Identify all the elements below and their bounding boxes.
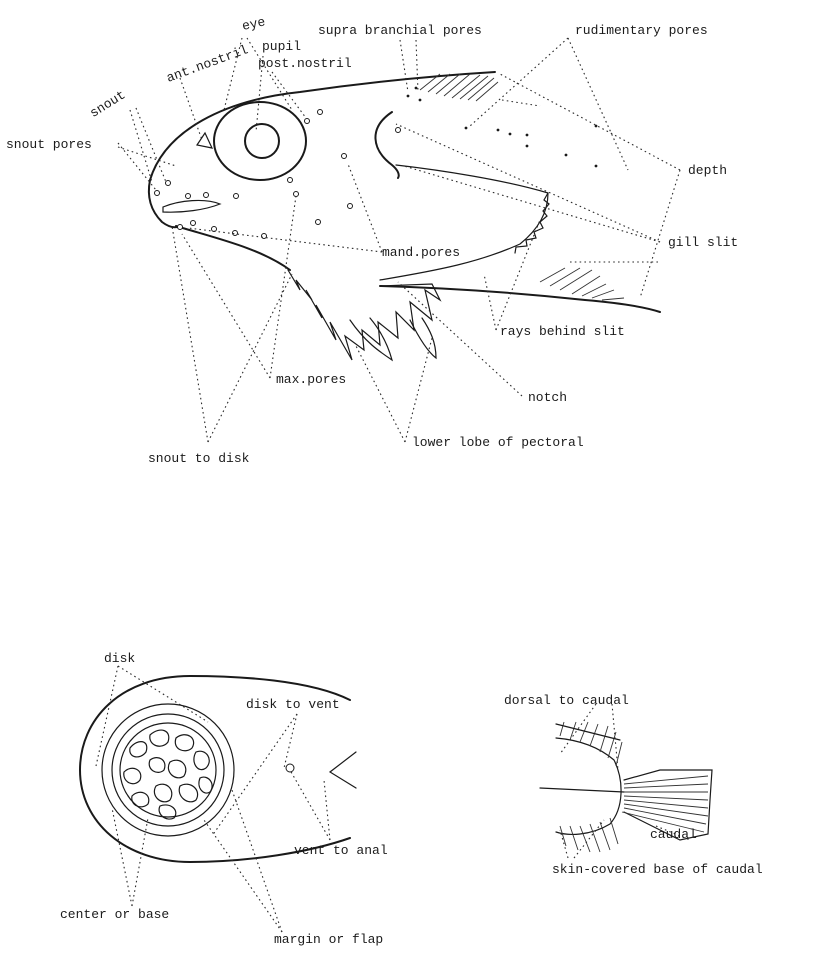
vent — [286, 764, 294, 772]
label-supra-branchial-pores: supra branchial pores — [318, 23, 482, 38]
label-gill-slit: gill slit — [668, 235, 738, 250]
caudal-fin-rays — [622, 776, 708, 832]
body-center-line — [540, 788, 624, 792]
pectoral-fin — [288, 270, 440, 360]
caudal-peduncle-outline — [556, 738, 621, 834]
label-vent-to-anal: vent to anal — [294, 843, 388, 858]
label-disk: disk — [104, 651, 135, 666]
label-pupil: pupil — [262, 39, 301, 54]
belly-outline — [380, 286, 660, 312]
anal-fin-rays — [540, 268, 624, 300]
label-caudal: caudal — [650, 827, 697, 842]
label-margin-or-flap: margin or flap — [274, 932, 383, 947]
mouth-outline — [163, 200, 220, 212]
pectoral-fin-lobe-2 — [410, 318, 436, 358]
rudimentary-pore-dots — [407, 87, 598, 168]
label-disk-to-vent: disk to vent — [246, 697, 340, 712]
label-ant-nostril: ant.nostril — [164, 42, 250, 86]
label-mand-pores: mand.pores — [382, 245, 460, 260]
anal-fin-rays-tail — [560, 818, 618, 852]
post-nostril — [305, 119, 310, 124]
disk-diagram: disk disk to vent vent to anal center or… — [60, 651, 388, 947]
head-diagram: snout ant.nostril eye pupil post.nostril… — [6, 14, 738, 466]
label-eye: eye — [241, 14, 267, 34]
disk-inner-ring — [112, 714, 224, 826]
label-snout-to-disk: snout to disk — [148, 451, 250, 466]
label-lower-lobe-of-pectoral: lower lobe of pectoral — [412, 435, 584, 450]
dorsal-fin-tail-edge — [556, 724, 620, 740]
label-center-or-base: center or base — [60, 907, 169, 922]
head-leader-lines — [118, 38, 680, 442]
head-pores — [155, 110, 401, 239]
pectoral-fin-lobe — [350, 318, 392, 360]
pupil — [245, 124, 279, 158]
label-post-nostril: post.nostril — [258, 56, 352, 71]
gill-slit-outline — [375, 112, 398, 178]
tail-diagram: dorsal to caudal caudal skin-covered bas… — [504, 693, 763, 877]
label-notch: notch — [528, 390, 567, 405]
label-snout-pores: snout pores — [6, 137, 92, 152]
label-max-pores: max.pores — [276, 372, 346, 387]
disk-outer-ring — [102, 704, 234, 836]
label-rudimentary-pores: rudimentary pores — [575, 23, 708, 38]
label-snout: snout — [87, 87, 128, 120]
label-dorsal-to-caudal: dorsal to caudal — [504, 693, 629, 708]
eye — [214, 102, 306, 180]
label-rays-behind-slit: rays behind slit — [500, 324, 625, 339]
ant-nostril — [197, 133, 212, 148]
label-skin-covered-base-of-caudal: skin-covered base of caudal — [552, 862, 763, 877]
label-depth: depth — [688, 163, 727, 178]
anal-fin-notch — [330, 752, 356, 788]
dorsal-fin-rays — [420, 74, 498, 101]
